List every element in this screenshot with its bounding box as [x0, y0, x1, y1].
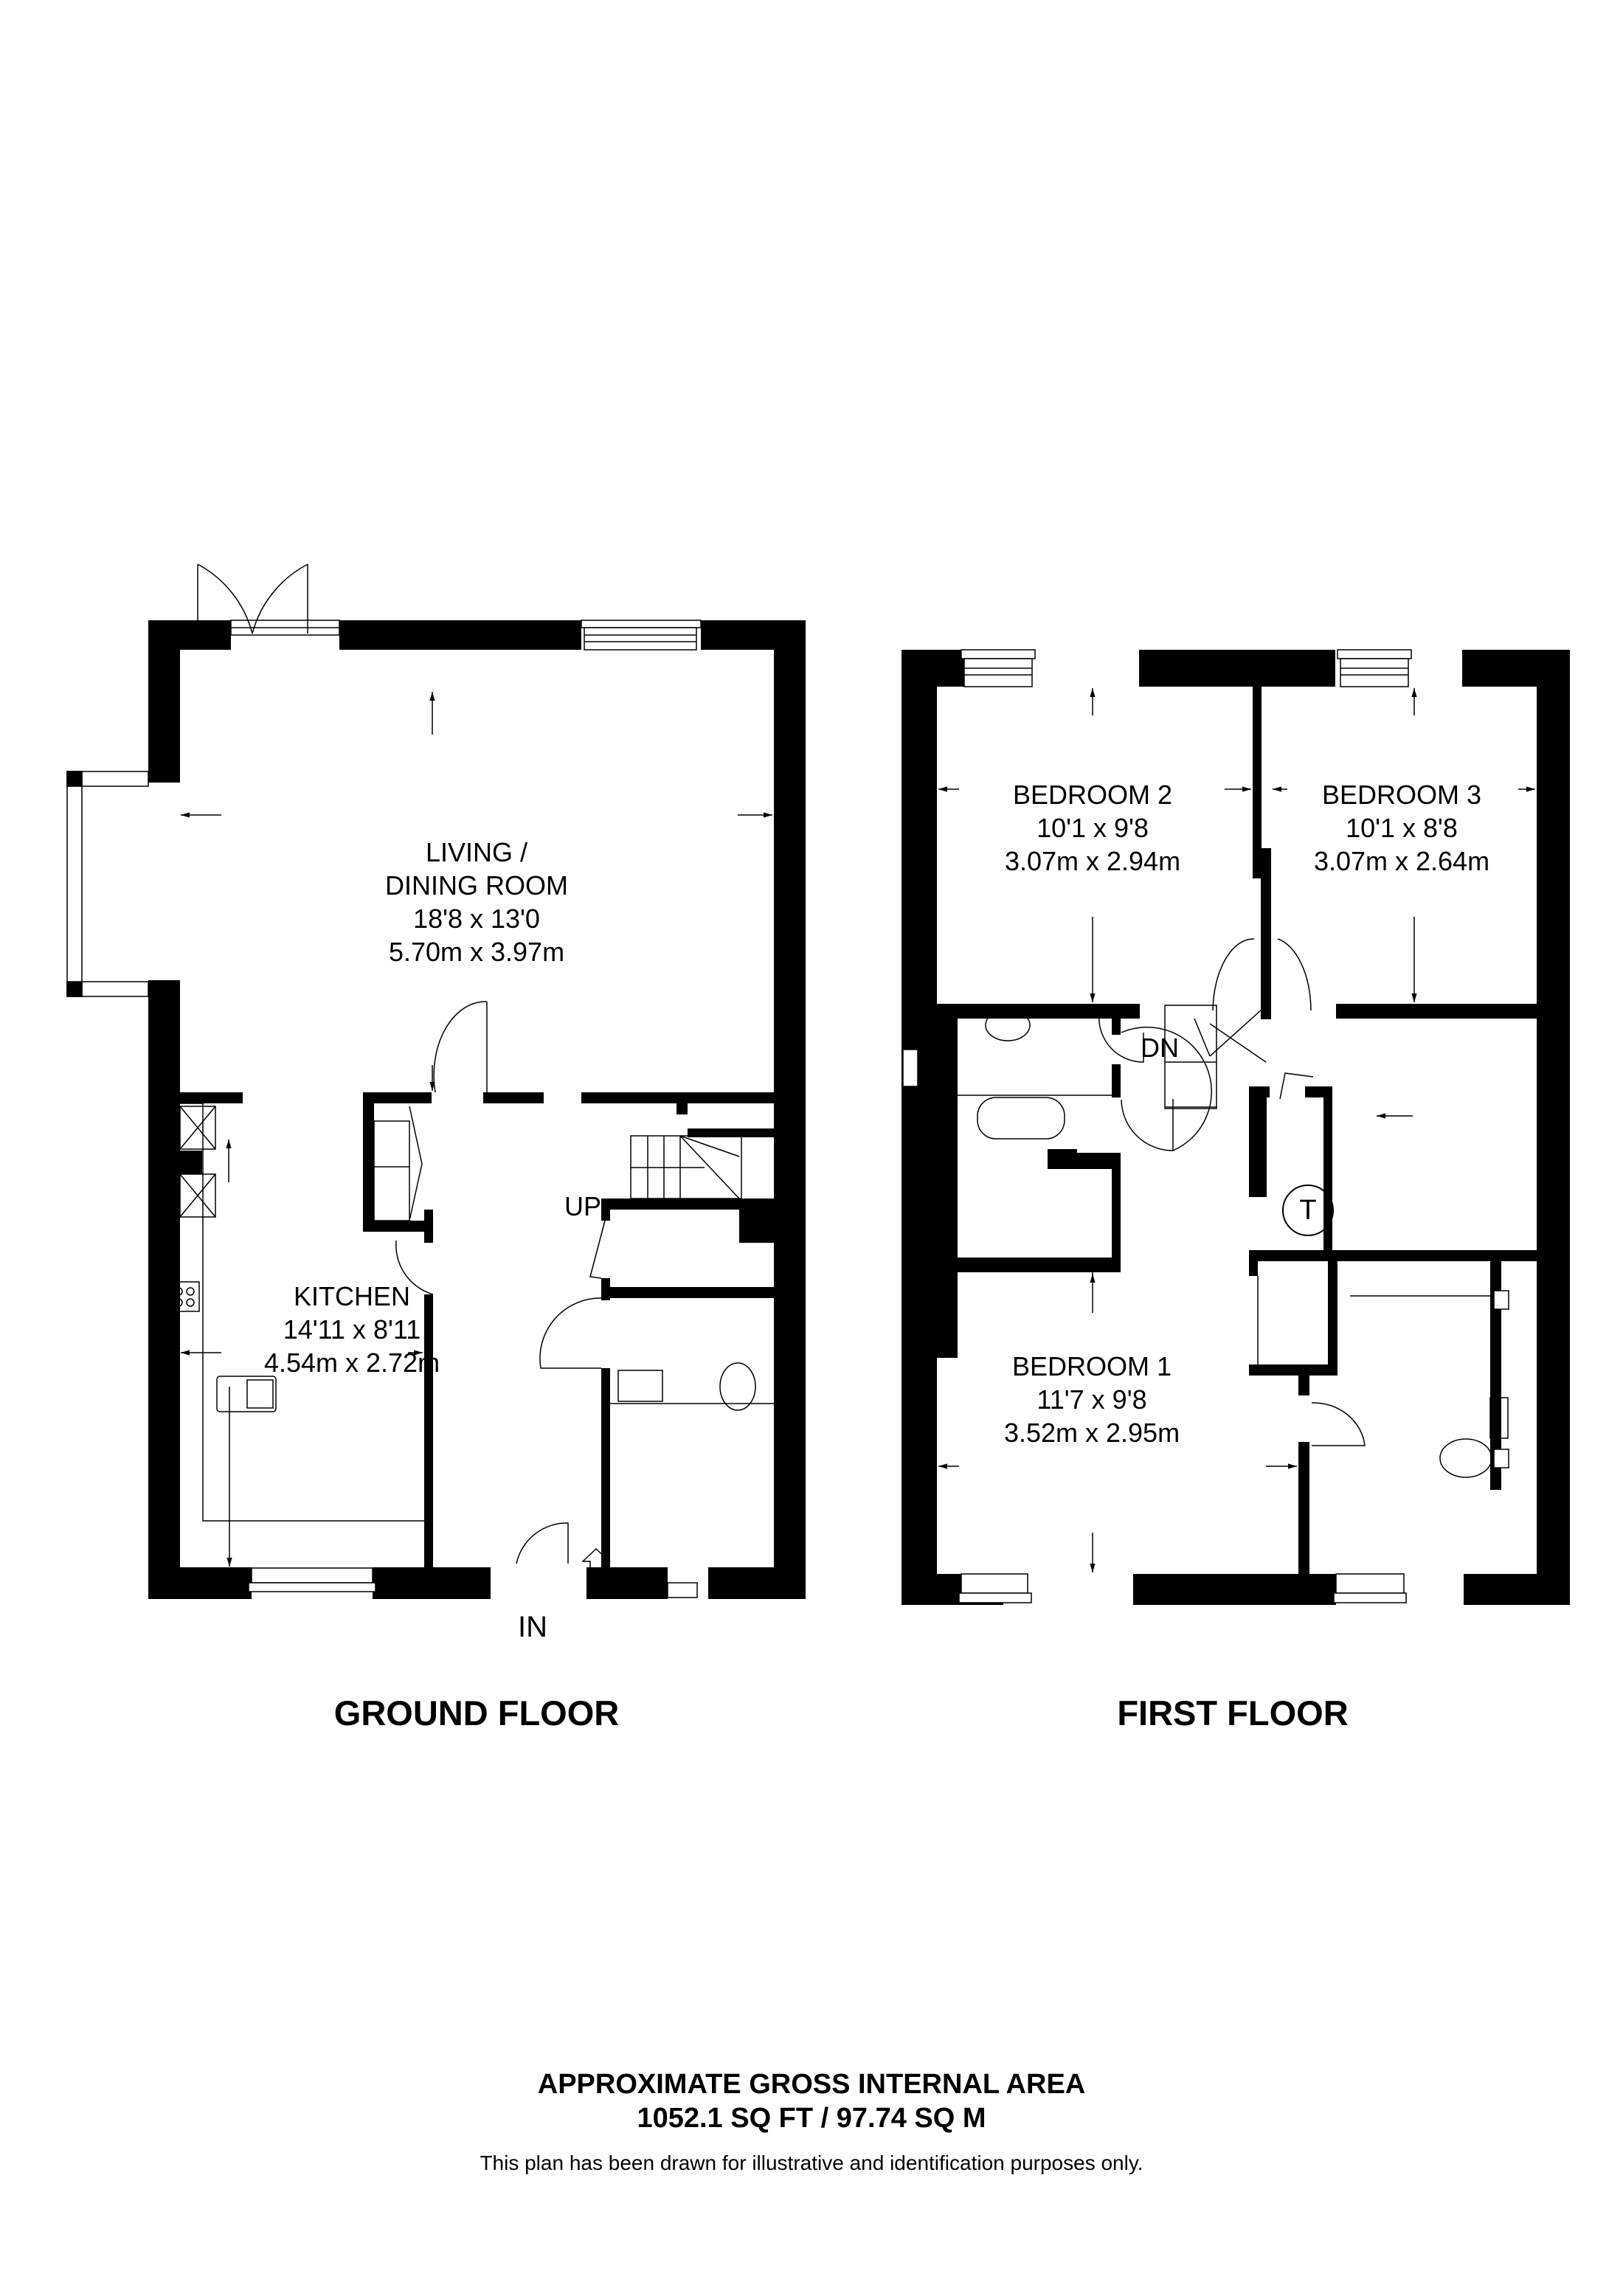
ground-floor-linework — [66, 563, 774, 1598]
room-name: KITCHEN — [293, 1281, 410, 1311]
room-name: BEDROOM 2 — [1012, 780, 1173, 810]
area-summary: APPROXIMATE GROSS INTERNAL AREA 1052.1 S… — [0, 2067, 1623, 2175]
room-dimensions-imperial: 14'11 x 8'11 — [283, 1314, 421, 1345]
room-dimensions-metric: 3.07m x 2.64m — [1313, 846, 1490, 876]
disclaimer: This plan has been drawn for illustrativ… — [480, 2151, 1143, 2174]
room-name: BEDROOM 1 — [1011, 1351, 1172, 1381]
room-label-kitchen: KITCHEN 14'11 x 8'11 4.54m x 2.72m — [264, 1280, 440, 1379]
entrance-label: IN — [518, 1611, 547, 1643]
room-name: DINING ROOM — [385, 870, 568, 901]
stairs-down-label: DN — [1141, 1033, 1179, 1063]
room-label-bedroom-2: BEDROOM 2 10'1 x 9'8 3.07m x 2.94m — [1005, 778, 1180, 878]
ground-floor-title: GROUND FLOOR — [333, 1693, 620, 1733]
area-value: 1052.1 SQ FT / 97.74 SQ M — [637, 2103, 986, 2134]
tank-label: T — [1299, 1194, 1317, 1226]
room-dimensions-metric: 3.52m x 2.95m — [1003, 1418, 1180, 1448]
first-floor-dimension-arrows — [938, 688, 1535, 1572]
hob-icon — [169, 1281, 200, 1312]
room-label-bedroom-3: BEDROOM 3 10'1 x 8'8 3.07m x 2.64m — [1314, 778, 1489, 878]
entrance-arrow-icon — [581, 1547, 611, 1582]
room-label-bedroom-1: BEDROOM 1 11'7 x 9'8 3.52m x 2.95m — [1004, 1350, 1180, 1449]
room-dimensions-imperial: 11'7 x 9'8 — [1037, 1384, 1147, 1415]
tank-cupboard-icon: T — [1282, 1185, 1334, 1236]
room-name: LIVING / — [425, 837, 528, 867]
room-name: BEDROOM 3 — [1321, 780, 1482, 810]
room-dimensions-metric: 5.70m x 3.97m — [388, 937, 565, 967]
room-dimensions-imperial: 18'8 x 13'0 — [413, 904, 540, 934]
ground-floor-dimension-arrows — [181, 692, 772, 1582]
room-dimensions-imperial: 10'1 x 8'8 — [1346, 813, 1458, 843]
area-title: APPROXIMATE GROSS INTERNAL AREA — [537, 2069, 1086, 2100]
first-floor-linework — [902, 649, 1509, 1603]
room-label-living-dining: LIVING / DINING ROOM 18'8 x 13'0 5.70m x… — [385, 836, 568, 968]
stairs-up-label: UP — [564, 1191, 602, 1221]
first-floor-title: FIRST FLOOR — [1117, 1693, 1349, 1733]
room-dimensions-metric: 3.07m x 2.94m — [1004, 846, 1181, 876]
room-dimensions-metric: 4.54m x 2.72m — [263, 1348, 440, 1378]
ground-floor-plan — [148, 620, 806, 1599]
sink-icon — [216, 1376, 277, 1412]
room-dimensions-imperial: 10'1 x 9'8 — [1037, 813, 1149, 843]
